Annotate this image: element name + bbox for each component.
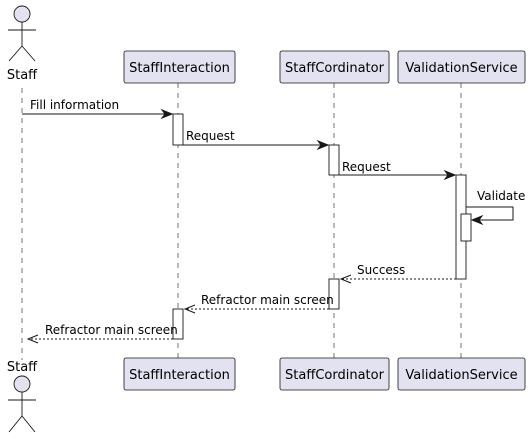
message-refractor-2: Refractor main screen <box>26 323 178 344</box>
message-success: Success <box>339 263 456 284</box>
actor-label-staff-bottom: Staff <box>7 360 38 375</box>
activation-staff-interaction-2 <box>172 308 184 340</box>
participant-staff-interaction-top: StaffInteraction <box>123 50 236 84</box>
participant-label: StaffCordinator <box>285 61 385 76</box>
participant-validation-service-top: ValidationService <box>397 50 526 84</box>
message-label: Refractor main screen <box>201 293 334 307</box>
message-label: Request <box>186 129 235 143</box>
participant-label: ValidationService <box>405 61 517 76</box>
message-request-2: Request <box>339 160 457 181</box>
message-label: Validate <box>477 189 525 203</box>
message-label: Request <box>342 160 391 174</box>
message-label: Success <box>357 263 405 277</box>
participant-label: ValidationService <box>405 368 517 383</box>
activation-validation-service-self <box>460 213 472 242</box>
message-request-1: Request <box>183 129 330 151</box>
actor-label-staff-top: Staff <box>7 68 38 83</box>
participant-staff-cordinator-bottom: StaffCordinator <box>279 357 390 391</box>
actor-staff-bottom: Staff <box>7 360 38 433</box>
activation-staff-cordinator-2 <box>328 278 340 310</box>
message-refractor-1: Refractor main screen <box>183 293 334 314</box>
participant-staff-interaction-bottom: StaffInteraction <box>123 357 236 391</box>
message-label: Fill information <box>30 98 119 112</box>
message-label: Refractor main screen <box>45 323 178 337</box>
participant-label: StaffCordinator <box>285 368 385 383</box>
participant-label: StaffInteraction <box>129 368 230 383</box>
actor-staff-top: Staff <box>7 5 38 83</box>
activation-staff-cordinator-1 <box>328 144 340 176</box>
participant-label: StaffInteraction <box>129 61 230 76</box>
activation-staff-interaction-1 <box>172 113 184 146</box>
participant-validation-service-bottom: ValidationService <box>397 357 526 391</box>
message-fill-information: Fill information <box>22 98 174 120</box>
message-validate-self: Validate <box>466 189 525 226</box>
participant-staff-cordinator-top: StaffCordinator <box>279 50 390 84</box>
